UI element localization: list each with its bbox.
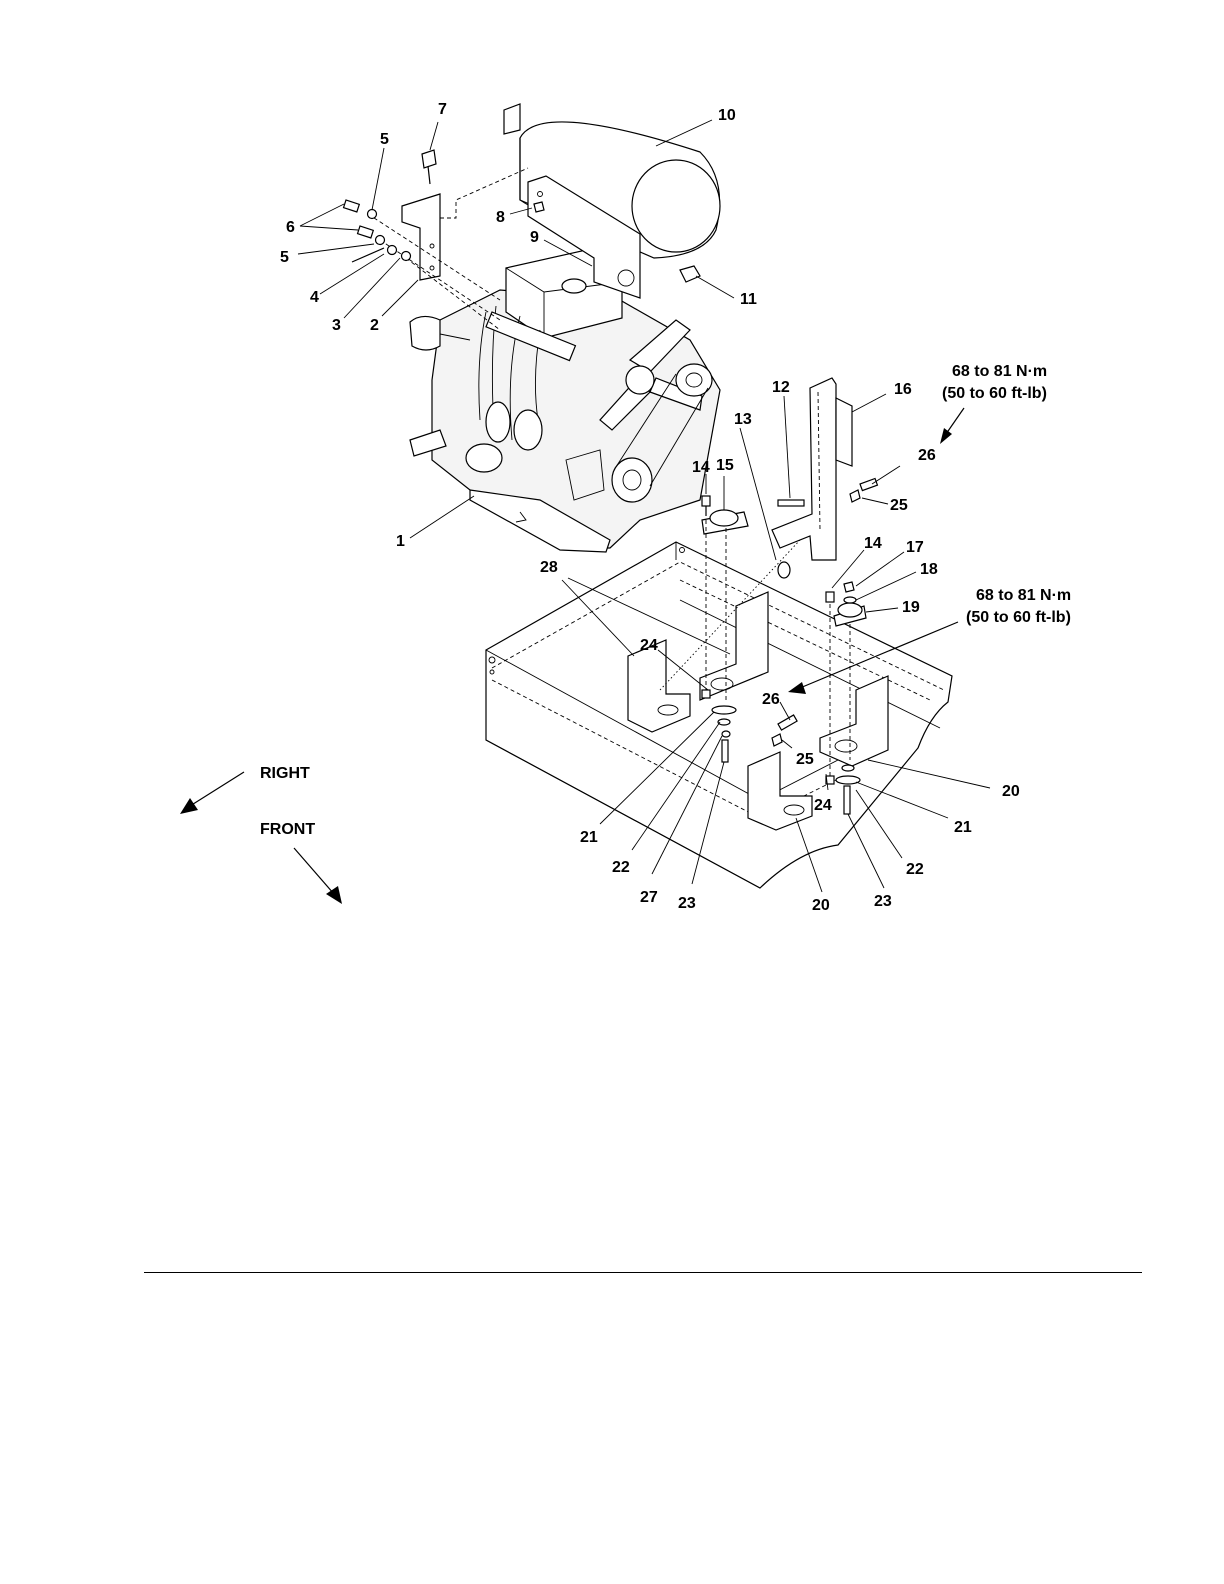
arrow-head [326,886,342,904]
torque-note-upper-line2: (50 to 60 ft-lb) [942,385,1047,402]
callout-3: 3 [332,317,341,334]
callout-23-left: 23 [678,895,696,912]
callout-20-front: 20 [812,897,830,914]
callout-8: 8 [496,209,505,226]
callout-14-right: 14 [864,535,882,552]
callout-22-right: 22 [906,861,924,878]
callout-24-right: 24 [814,797,832,814]
callout-12: 12 [772,379,790,396]
callout-1: 1 [396,533,405,550]
callout-24-left: 24 [640,637,658,654]
callout-11: 11 [740,291,757,308]
torque-note-lower-line1: 68 to 81 N·m [976,587,1071,604]
right-direction-label: RIGHT [260,765,310,782]
arrow-head [180,798,198,814]
callout-19: 19 [902,599,920,616]
callout-9: 9 [530,229,539,246]
callout-20-right: 20 [1002,783,1020,800]
callout-16: 16 [894,381,912,398]
right-arrow-icon [190,772,244,806]
callout-26-lower: 26 [762,691,780,708]
callout-26-upper: 26 [918,447,936,464]
torque-note-upper-line1: 68 to 81 N·m [952,363,1047,380]
callout-7: 7 [438,101,447,118]
torque-notes: 68 to 81 N·m (50 to 60 ft-lb) 68 to 81 N… [942,363,1071,626]
callout-2: 2 [370,317,379,334]
front-direction-label: FRONT [260,821,315,838]
callout-25-upper: 25 [890,497,908,514]
callout-4: 4 [310,289,319,306]
callout-10: 10 [718,107,736,124]
callout-28: 28 [540,559,558,576]
frame-assembly [486,542,952,888]
callout-5-upper: 5 [380,131,389,148]
direction-indicators: RIGHT FRONT [180,765,342,904]
arrow-head [940,428,952,444]
callout-25-lower: 25 [796,751,814,768]
torque-note-lower-line2: (50 to 60 ft-lb) [966,609,1071,626]
callout-18: 18 [920,561,938,578]
callout-5-lower: 5 [280,249,289,266]
callout-21-left: 21 [580,829,598,846]
callout-14-left: 14 [692,459,710,476]
callout-13: 13 [734,411,752,428]
callout-23-right: 23 [874,893,892,910]
front-arrow-icon [294,848,334,894]
callout-17: 17 [906,539,924,556]
callout-6: 6 [286,219,295,236]
callout-27: 27 [640,889,658,906]
callout-22-left: 22 [612,859,630,876]
engine [410,250,720,552]
footer-divider [144,1272,1142,1273]
callout-21-right: 21 [954,819,972,836]
callout-15: 15 [716,457,734,474]
